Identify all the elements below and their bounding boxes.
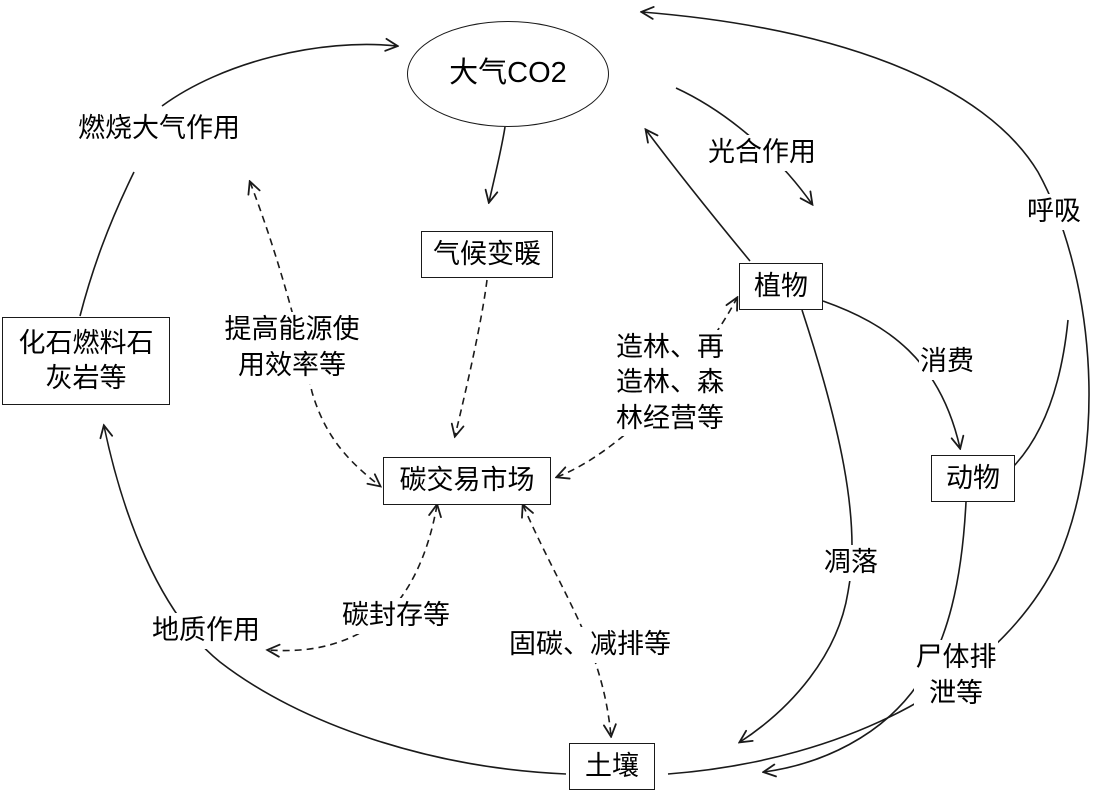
edge-co2-to-warming	[489, 126, 506, 202]
edge-plants-to-soil-litterfall	[740, 309, 853, 742]
label-litterfall: 凋落	[823, 545, 879, 581]
label-combustion: 燃烧大气作用	[76, 110, 242, 148]
edge-soil-to-fossil-geological	[104, 426, 567, 775]
edge-plants-to-co2	[646, 130, 751, 262]
node-soil: 土壤	[569, 743, 655, 790]
edge-animals-to-soil-corpse	[764, 501, 967, 772]
label-photosynthesis: 光合作用	[706, 135, 818, 171]
label-corpse-excretion: 尸体排 泄等	[914, 640, 998, 712]
edge-soil-to-co2-respiration	[642, 12, 1090, 775]
label-carbon-sequestration: 碳封存等	[340, 598, 452, 634]
node-animals: 动物	[931, 455, 1015, 502]
label-energy-efficiency: 提高能源使 用效率等	[218, 312, 366, 384]
edge-animals-respiration-branch	[1012, 319, 1069, 468]
label-consumption: 消费	[919, 344, 975, 380]
label-carbon-fixation: 固碳、减排等	[508, 627, 672, 663]
edge-plants-to-animals-consumption	[822, 300, 960, 448]
label-afforestation: 造林、再 造林、森 林经营等	[612, 330, 728, 436]
edge-warming-to-market	[455, 279, 488, 436]
node-atmosphere-co2: 大气CO2	[407, 21, 609, 127]
label-respiration: 呼吸	[1025, 194, 1083, 230]
node-plants: 植物	[739, 263, 823, 310]
edge-fossil-to-combustion	[79, 171, 135, 317]
node-climate-warming: 气候变暖	[421, 231, 553, 278]
edge-combustion-to-co2	[161, 44, 397, 107]
label-geological-action: 地质作用	[151, 613, 261, 649]
node-carbon-market: 碳交易市场	[383, 457, 551, 505]
node-fossil-fuel: 化石燃料石 灰岩等	[2, 317, 170, 405]
edge-market-fixation-soil	[523, 505, 611, 736]
